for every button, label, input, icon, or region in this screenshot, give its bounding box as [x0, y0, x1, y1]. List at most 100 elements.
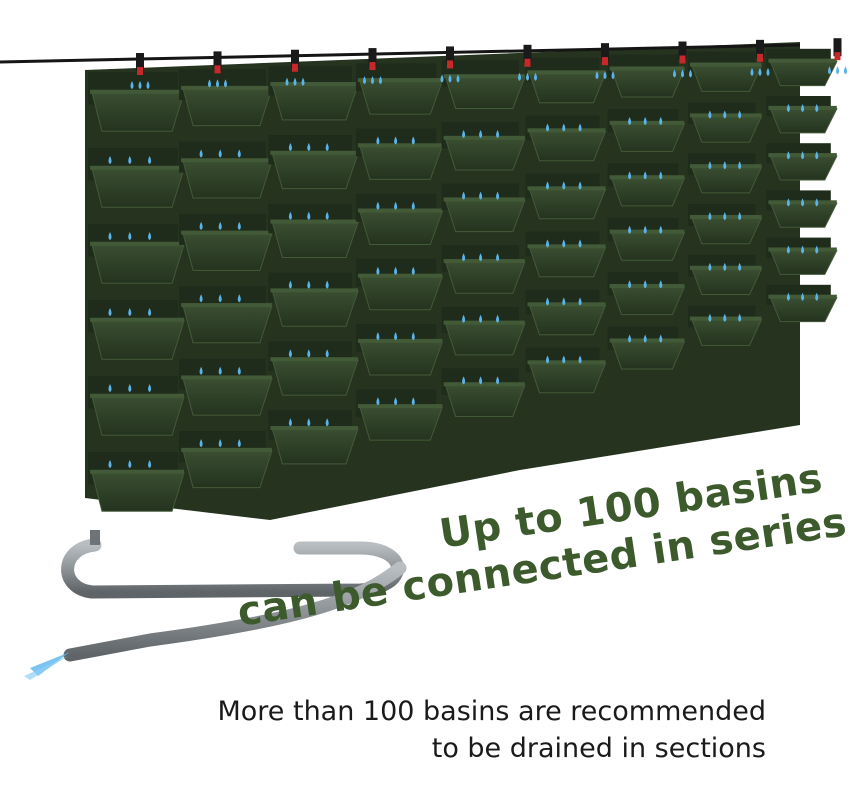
water-drop — [237, 221, 241, 230]
water-drop — [218, 149, 222, 158]
planter-basin — [766, 143, 838, 181]
water-drop — [148, 384, 152, 392]
water-drop — [325, 143, 329, 151]
water-drop — [479, 376, 483, 385]
water-drop — [723, 313, 727, 322]
planter-basin — [441, 306, 526, 356]
water-drop — [411, 332, 415, 341]
water-drop — [108, 384, 112, 392]
water-drop — [546, 239, 549, 248]
planter-basin — [687, 204, 763, 245]
water-drop — [108, 308, 112, 316]
planter-basin — [179, 286, 273, 344]
water-drop — [462, 376, 466, 385]
water-drop — [628, 280, 632, 289]
note-line-1: More than 100 basins are recommended — [217, 696, 766, 727]
water-drop — [307, 280, 311, 289]
water-drop — [815, 151, 819, 160]
water-drop — [325, 280, 329, 289]
planter-basin — [607, 326, 686, 370]
water-drop — [462, 130, 466, 138]
water-drop — [462, 314, 466, 323]
drip-emitter — [285, 49, 305, 86]
note-line-2: to be drained in sections — [431, 733, 766, 764]
water-drop — [199, 439, 203, 448]
planter-basin — [268, 135, 359, 190]
water-splash — [24, 652, 70, 680]
water-drop — [128, 384, 132, 392]
water-drop — [723, 110, 727, 119]
water-drop — [237, 366, 241, 375]
water-drop — [462, 191, 466, 200]
drip-emitter — [673, 41, 692, 78]
water-drop — [628, 171, 632, 180]
water-drop — [325, 418, 329, 427]
water-drop — [411, 266, 415, 275]
water-drop — [578, 181, 582, 190]
water-drop — [394, 266, 398, 275]
water-drop — [218, 439, 222, 448]
water-drop — [376, 201, 380, 210]
drip-emitter — [518, 44, 537, 81]
planter-basin — [441, 245, 526, 294]
planter-basin — [687, 102, 763, 143]
water-drop — [128, 156, 132, 164]
water-drop — [288, 280, 292, 289]
water-drop — [237, 294, 241, 303]
water-drop — [628, 117, 632, 125]
planter-basin — [268, 272, 359, 327]
planter-basin — [441, 183, 526, 233]
water-drop — [786, 198, 790, 207]
water-drop — [643, 171, 647, 180]
water-drop — [659, 334, 663, 343]
planter-basin — [355, 258, 444, 311]
water-drop — [496, 376, 500, 385]
planter-basin — [179, 358, 273, 416]
water-drop — [128, 460, 132, 468]
planter-basin — [355, 63, 444, 115]
drip-emitter — [440, 46, 460, 83]
water-drop — [148, 156, 152, 164]
water-drop — [578, 123, 582, 132]
water-drop — [708, 110, 712, 119]
water-drop — [288, 143, 292, 151]
water-drop — [496, 253, 500, 262]
drip-emitter — [130, 53, 150, 90]
water-drop — [394, 201, 398, 210]
water-drop — [546, 181, 549, 190]
water-drop — [462, 253, 466, 262]
water-drop — [738, 313, 742, 322]
water-drop — [411, 136, 415, 145]
water-drop — [288, 211, 292, 220]
water-drop — [578, 355, 582, 364]
planter-basin — [766, 48, 838, 87]
planter-basin — [268, 66, 359, 121]
planter-basin — [687, 305, 763, 346]
water-drop — [199, 366, 203, 375]
water-drop — [376, 266, 380, 275]
water-drop — [108, 156, 112, 164]
water-drop — [659, 280, 663, 289]
water-drop — [628, 334, 632, 343]
planter-wall-illustration — [0, 38, 847, 680]
water-drop — [562, 123, 566, 132]
water-drop — [801, 292, 805, 301]
water-drop — [708, 161, 712, 170]
water-drop — [815, 198, 819, 207]
water-drop — [578, 297, 582, 306]
water-drop — [801, 104, 805, 112]
water-drop — [394, 136, 398, 145]
water-drop — [325, 211, 329, 220]
planter-basin — [441, 122, 526, 171]
water-drop — [148, 232, 152, 240]
water-drop — [376, 136, 380, 145]
water-drop — [307, 349, 311, 358]
water-drop — [578, 239, 582, 248]
water-drop — [562, 181, 566, 190]
water-drop — [325, 349, 329, 358]
water-drop — [546, 123, 549, 132]
drip-emitter — [208, 51, 227, 88]
water-drop — [108, 232, 112, 240]
planter-basin — [88, 376, 185, 436]
water-drop — [479, 191, 483, 200]
